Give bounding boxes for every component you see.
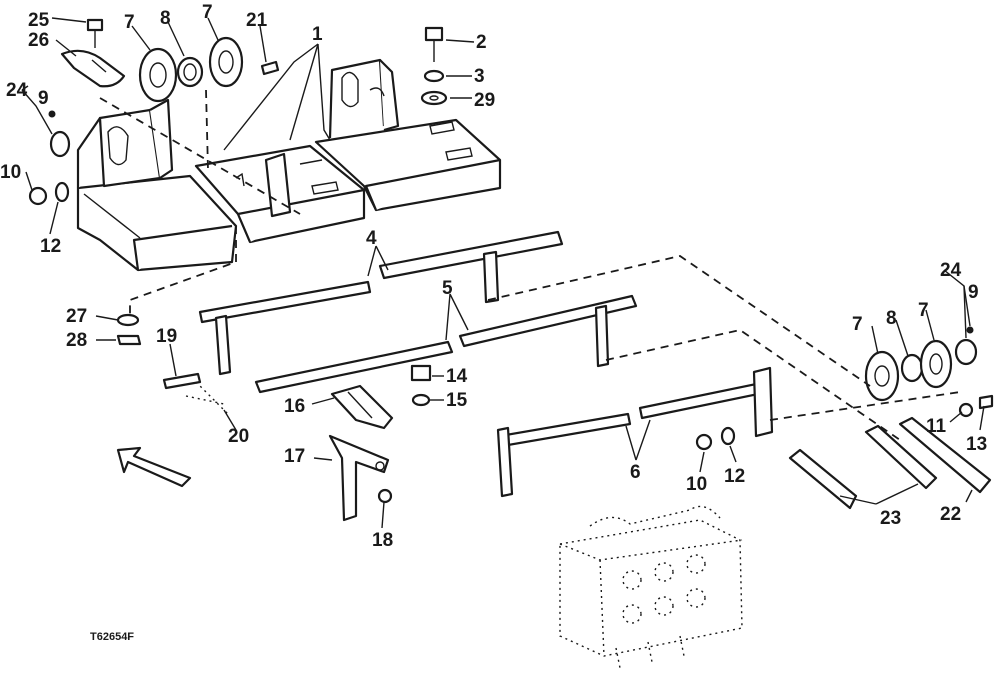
right-bearing-parts (695, 326, 994, 451)
callout-12-a: 12 (40, 236, 61, 257)
callout-22: 22 (940, 504, 961, 525)
callout-7-c: 7 (852, 314, 863, 335)
callout-28: 28 (66, 330, 87, 351)
control-valve-phantom (559, 505, 743, 669)
callout-2: 2 (476, 32, 487, 53)
callout-16: 16 (284, 396, 305, 417)
callout-15: 15 (446, 390, 468, 411)
callout-4: 4 (366, 228, 377, 249)
callout-27: 27 (66, 306, 87, 327)
callout-18: 18 (372, 530, 393, 551)
callout-24-a: 24 (6, 80, 28, 101)
figure-id: T62654F (90, 631, 134, 643)
callout-7-d: 7 (918, 300, 929, 321)
callout-25: 25 (28, 10, 50, 31)
assembly-dash-lines (99, 89, 961, 441)
callout-14: 14 (446, 366, 468, 387)
callout-7-a: 7 (124, 12, 135, 33)
callout-12-b: 12 (724, 466, 745, 487)
callout-6: 6 (630, 462, 641, 483)
callout-11: 11 (926, 416, 947, 437)
callout-3: 3 (474, 66, 485, 87)
callout-1: 1 (312, 24, 323, 45)
links (788, 416, 992, 510)
callout-29: 29 (474, 90, 495, 111)
callout-17: 17 (284, 446, 305, 467)
callout-9-a: 9 (38, 88, 49, 109)
leader-lines (21, 17, 985, 529)
fasteners (28, 18, 448, 504)
control-bracket-assembly (76, 58, 502, 272)
callout-9-b: 9 (968, 282, 979, 303)
control-rods (198, 230, 774, 498)
levers (328, 384, 394, 522)
callout-13: 13 (966, 434, 987, 455)
callout-23: 23 (880, 508, 901, 529)
callout-26: 26 (28, 30, 49, 51)
callout-8-b: 8 (886, 308, 897, 329)
callout-19: 19 (156, 326, 177, 347)
callout-8-a: 8 (160, 8, 171, 29)
callout-10-a: 10 (0, 162, 21, 183)
callout-10-b: 10 (686, 474, 707, 495)
callout-20: 20 (228, 426, 249, 447)
callout-labels: 1 2 3 29 25 26 7 8 7 21 24 9 10 12 4 5 2… (0, 2, 987, 643)
callout-5: 5 (442, 278, 453, 299)
callout-7-b: 7 (202, 2, 213, 23)
callout-21: 21 (246, 10, 268, 31)
callout-24-b: 24 (940, 260, 962, 281)
direction-arrow-icon (116, 446, 192, 488)
